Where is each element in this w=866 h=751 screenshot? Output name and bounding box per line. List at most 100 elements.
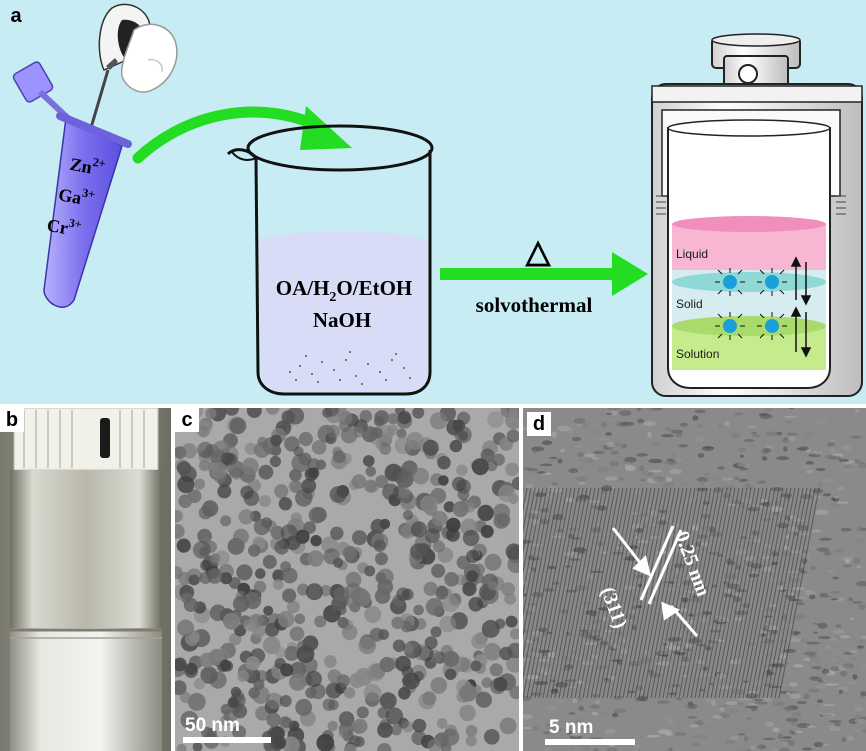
nanoparticle xyxy=(459,684,478,702)
texture-speck xyxy=(574,655,588,658)
texture-speck xyxy=(809,566,817,570)
nanoparticle xyxy=(294,613,306,625)
texture-speck xyxy=(717,424,723,428)
nanoparticle xyxy=(295,698,313,716)
texture-speck xyxy=(742,484,749,489)
texture-speck xyxy=(737,462,751,467)
texture-speck xyxy=(604,677,611,681)
texture-speck xyxy=(544,725,558,730)
nanoparticle xyxy=(412,718,427,733)
nanoparticle xyxy=(483,642,502,661)
texture-speck xyxy=(821,668,830,675)
texture-speck xyxy=(701,446,715,451)
texture-speck xyxy=(786,570,799,574)
texture-speck xyxy=(798,451,804,454)
nanoparticle xyxy=(457,488,470,501)
nanoparticle xyxy=(499,646,513,661)
texture-speck xyxy=(597,466,609,473)
nanoparticle xyxy=(287,600,300,614)
texture-speck xyxy=(721,477,734,481)
texture-speck xyxy=(834,694,843,697)
nanoparticle xyxy=(379,657,395,673)
nanoparticle xyxy=(341,624,358,641)
texture-speck xyxy=(818,636,831,639)
texture-speck xyxy=(583,470,591,475)
nanoparticle xyxy=(424,636,438,650)
texture-speck xyxy=(692,415,699,421)
texture-speck xyxy=(579,422,588,429)
texture-speck xyxy=(739,454,744,458)
nanoparticle xyxy=(377,743,392,751)
texture-speck xyxy=(847,735,854,742)
nanoparticle xyxy=(344,687,356,699)
texture-speck xyxy=(691,742,701,747)
texture-speck xyxy=(568,747,573,751)
texture-speck xyxy=(805,469,814,474)
texture-speck xyxy=(849,650,858,654)
texture-speck xyxy=(797,446,810,451)
nanoparticle xyxy=(243,619,256,632)
texture-speck xyxy=(737,702,744,705)
nanoparticle xyxy=(382,483,399,501)
texture-speck xyxy=(572,436,582,442)
nanoparticle xyxy=(471,458,489,476)
nanoparticle xyxy=(181,443,197,459)
nanoparticle xyxy=(308,467,320,479)
texture-speck xyxy=(783,446,788,452)
nanoparticle xyxy=(274,540,289,555)
liquid-label: Liquid xyxy=(676,247,708,261)
texture-speck xyxy=(678,444,688,448)
texture-speck xyxy=(799,638,809,645)
texture-speck xyxy=(829,637,838,642)
texture-speck xyxy=(802,545,817,549)
texture-speck xyxy=(734,617,744,621)
texture-speck xyxy=(855,581,866,587)
nanoparticle xyxy=(437,456,451,470)
texture-speck xyxy=(726,503,736,506)
texture-speck xyxy=(633,744,641,748)
texture-speck xyxy=(638,465,645,472)
texture-speck xyxy=(838,689,844,694)
texture-speck xyxy=(737,733,746,736)
texture-speck xyxy=(525,483,534,488)
texture-speck xyxy=(792,518,806,522)
tem-micrograph xyxy=(175,408,519,751)
beaker-icon: OA/H2O/EtOH NaOH xyxy=(226,124,434,396)
texture-speck xyxy=(596,445,603,449)
solid-layer xyxy=(672,272,826,292)
texture-speck xyxy=(817,482,824,488)
texture-speck xyxy=(596,665,610,670)
texture-speck xyxy=(671,453,677,457)
texture-speck xyxy=(616,455,622,460)
nanoparticle xyxy=(282,736,300,751)
texture-speck xyxy=(591,711,598,716)
nanoparticle xyxy=(232,725,247,740)
synthesis-schematic: Zn2+ Ga3+ Cr3+ xyxy=(12,3,863,397)
texture-speck xyxy=(666,748,671,751)
nanoparticle xyxy=(222,612,240,630)
nanoparticle xyxy=(506,655,519,673)
texture-speck xyxy=(856,645,865,649)
nanoparticle xyxy=(432,510,448,527)
nanoparticle xyxy=(206,728,217,739)
texture-speck xyxy=(853,707,864,711)
texture-speck xyxy=(662,460,672,464)
nanoparticle xyxy=(439,615,457,633)
texture-speck xyxy=(537,471,546,474)
nanoparticle xyxy=(282,588,297,603)
nanoparticle xyxy=(262,554,277,569)
texture-speck xyxy=(854,714,862,720)
nanoparticle xyxy=(298,431,313,447)
nanoparticle xyxy=(337,617,349,629)
lattice-fringes xyxy=(523,487,820,699)
nanoparticle xyxy=(201,500,219,517)
nanoparticle xyxy=(480,448,495,463)
texture-speck xyxy=(809,594,816,600)
texture-speck xyxy=(806,725,814,728)
nanoparticle xyxy=(420,495,438,514)
texture-speck xyxy=(813,631,818,634)
texture-speck xyxy=(842,663,855,669)
texture-speck xyxy=(623,458,637,463)
nanoparticle xyxy=(314,615,327,628)
nanoparticle xyxy=(193,540,211,559)
